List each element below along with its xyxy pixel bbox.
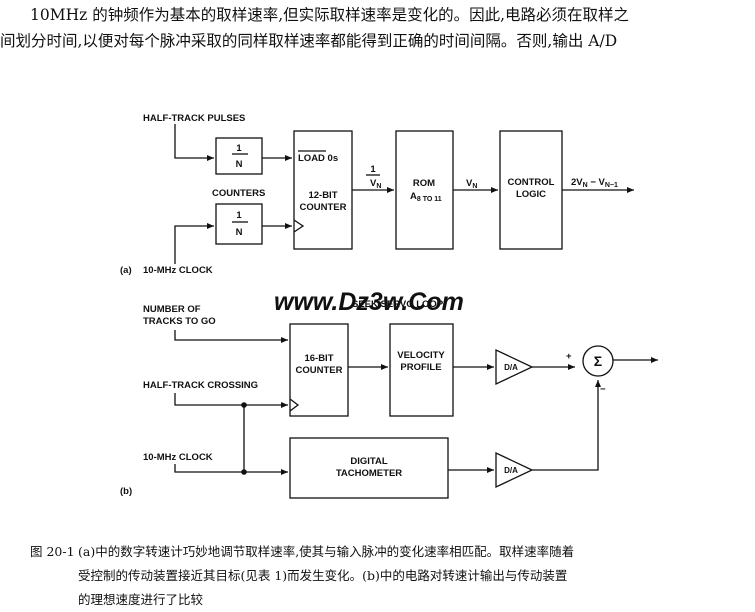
label-da-bottom: D/A xyxy=(504,466,518,475)
label-clock-b: 10-MHz CLOCK xyxy=(143,452,213,463)
paragraph-line-1: 10MHz 的钟频作为基本的取样速率,但实际取样速率是变化的。因此,电路必须在取… xyxy=(30,6,630,24)
label-rom-address: A8 TO 11 xyxy=(410,191,442,203)
label-vn: VN xyxy=(466,178,477,190)
clock-input-triangle xyxy=(293,219,305,233)
control-logic-box xyxy=(499,130,563,250)
label-tag-b: (b) xyxy=(120,486,132,497)
svg-text:N: N xyxy=(236,159,243,170)
body-paragraph: 10MHz 的钟频作为基本的取样速率,但实际取样速率是变化的。因此,电路必须在取… xyxy=(0,2,752,54)
label-plus: + xyxy=(566,351,572,362)
divider-box-bottom xyxy=(215,203,263,245)
label-digital: DIGITAL xyxy=(350,456,387,467)
junction-dot xyxy=(241,469,247,475)
label-output-formula: 2VN − VN−1 xyxy=(571,177,618,189)
caption-line-1: (a)中的数字转速计巧妙地调节取样速率,使其与输入脉冲的变化速率相匹配。取样速率… xyxy=(78,544,575,559)
summing-junction xyxy=(582,345,614,377)
label-load-0s: LOAD 0s xyxy=(298,153,338,164)
counter-12bit-box xyxy=(293,130,353,250)
divider-box-top xyxy=(215,137,263,175)
label-16bit: 16-BIT xyxy=(304,353,333,364)
junction-dot xyxy=(241,402,247,408)
label-divider-bottom: 1 xyxy=(236,210,242,221)
svg-text:N: N xyxy=(236,227,243,238)
label-minus: − xyxy=(600,384,606,395)
label-rom: ROM xyxy=(413,178,435,189)
label-tag-a: (a) xyxy=(120,265,132,276)
watermark: www.Dz3w.Com xyxy=(274,288,464,316)
caption-line-3: 的理想速度进行了比较 xyxy=(78,592,204,607)
caption-line-2: 受控制的传动装置接近其目标(见表 1)而发生变化。(b)中的电路对转速计输出与传… xyxy=(78,568,568,583)
da-amplifier-top xyxy=(495,348,534,386)
label-12bit: 12-BIT xyxy=(308,190,337,201)
label-counters: COUNTERS xyxy=(212,188,265,199)
label-divider-top: 1 xyxy=(236,143,242,154)
da-amplifier-bottom xyxy=(495,451,534,489)
paragraph-line-2: 间划分时间,以便对每个脉冲采取的同样取样速率都能得到正确的时间间隔。否则,输出 … xyxy=(0,32,618,50)
figure-caption: 图 20-1(a)中的数字转速计巧妙地调节取样速率,使其与输入脉冲的变化速率相匹… xyxy=(30,540,750,612)
rom-box xyxy=(395,130,454,250)
caption-figure-number: 图 20-1 xyxy=(30,544,75,559)
label-tachometer: TACHOMETER xyxy=(336,468,402,479)
label-inv-vn: 1 xyxy=(370,164,376,175)
label-profile: PROFILE xyxy=(400,362,441,373)
label-seek-servo-loop: SEEK SERVO LOOP xyxy=(352,299,444,310)
label-control: CONTROL xyxy=(508,177,555,188)
sum-symbol: Σ xyxy=(594,353,602,369)
label-number-of: NUMBER OF xyxy=(143,304,201,315)
label-clock-a: 10-MHz CLOCK xyxy=(143,265,213,276)
velocity-profile-box xyxy=(389,323,454,417)
label-half-track-pulses: HALF-TRACK PULSES xyxy=(143,113,245,124)
clock-input-triangle-b xyxy=(289,398,300,412)
diagram-b xyxy=(174,323,658,499)
counter-16bit-box xyxy=(289,323,349,417)
label-da-top: D/A xyxy=(504,363,518,372)
label-counter-b: COUNTER xyxy=(296,365,343,376)
diagram-a xyxy=(174,124,634,264)
label-counter-a: COUNTER xyxy=(300,202,347,213)
label-tracks-to-go: TRACKS TO GO xyxy=(143,316,216,327)
label-logic: LOGIC xyxy=(516,189,546,200)
label-velocity: VELOCITY xyxy=(397,350,445,361)
label-half-track-crossing: HALF-TRACK CROSSING xyxy=(143,380,258,391)
svg-text:VN: VN xyxy=(370,178,381,190)
digital-tachometer-box xyxy=(289,437,449,499)
